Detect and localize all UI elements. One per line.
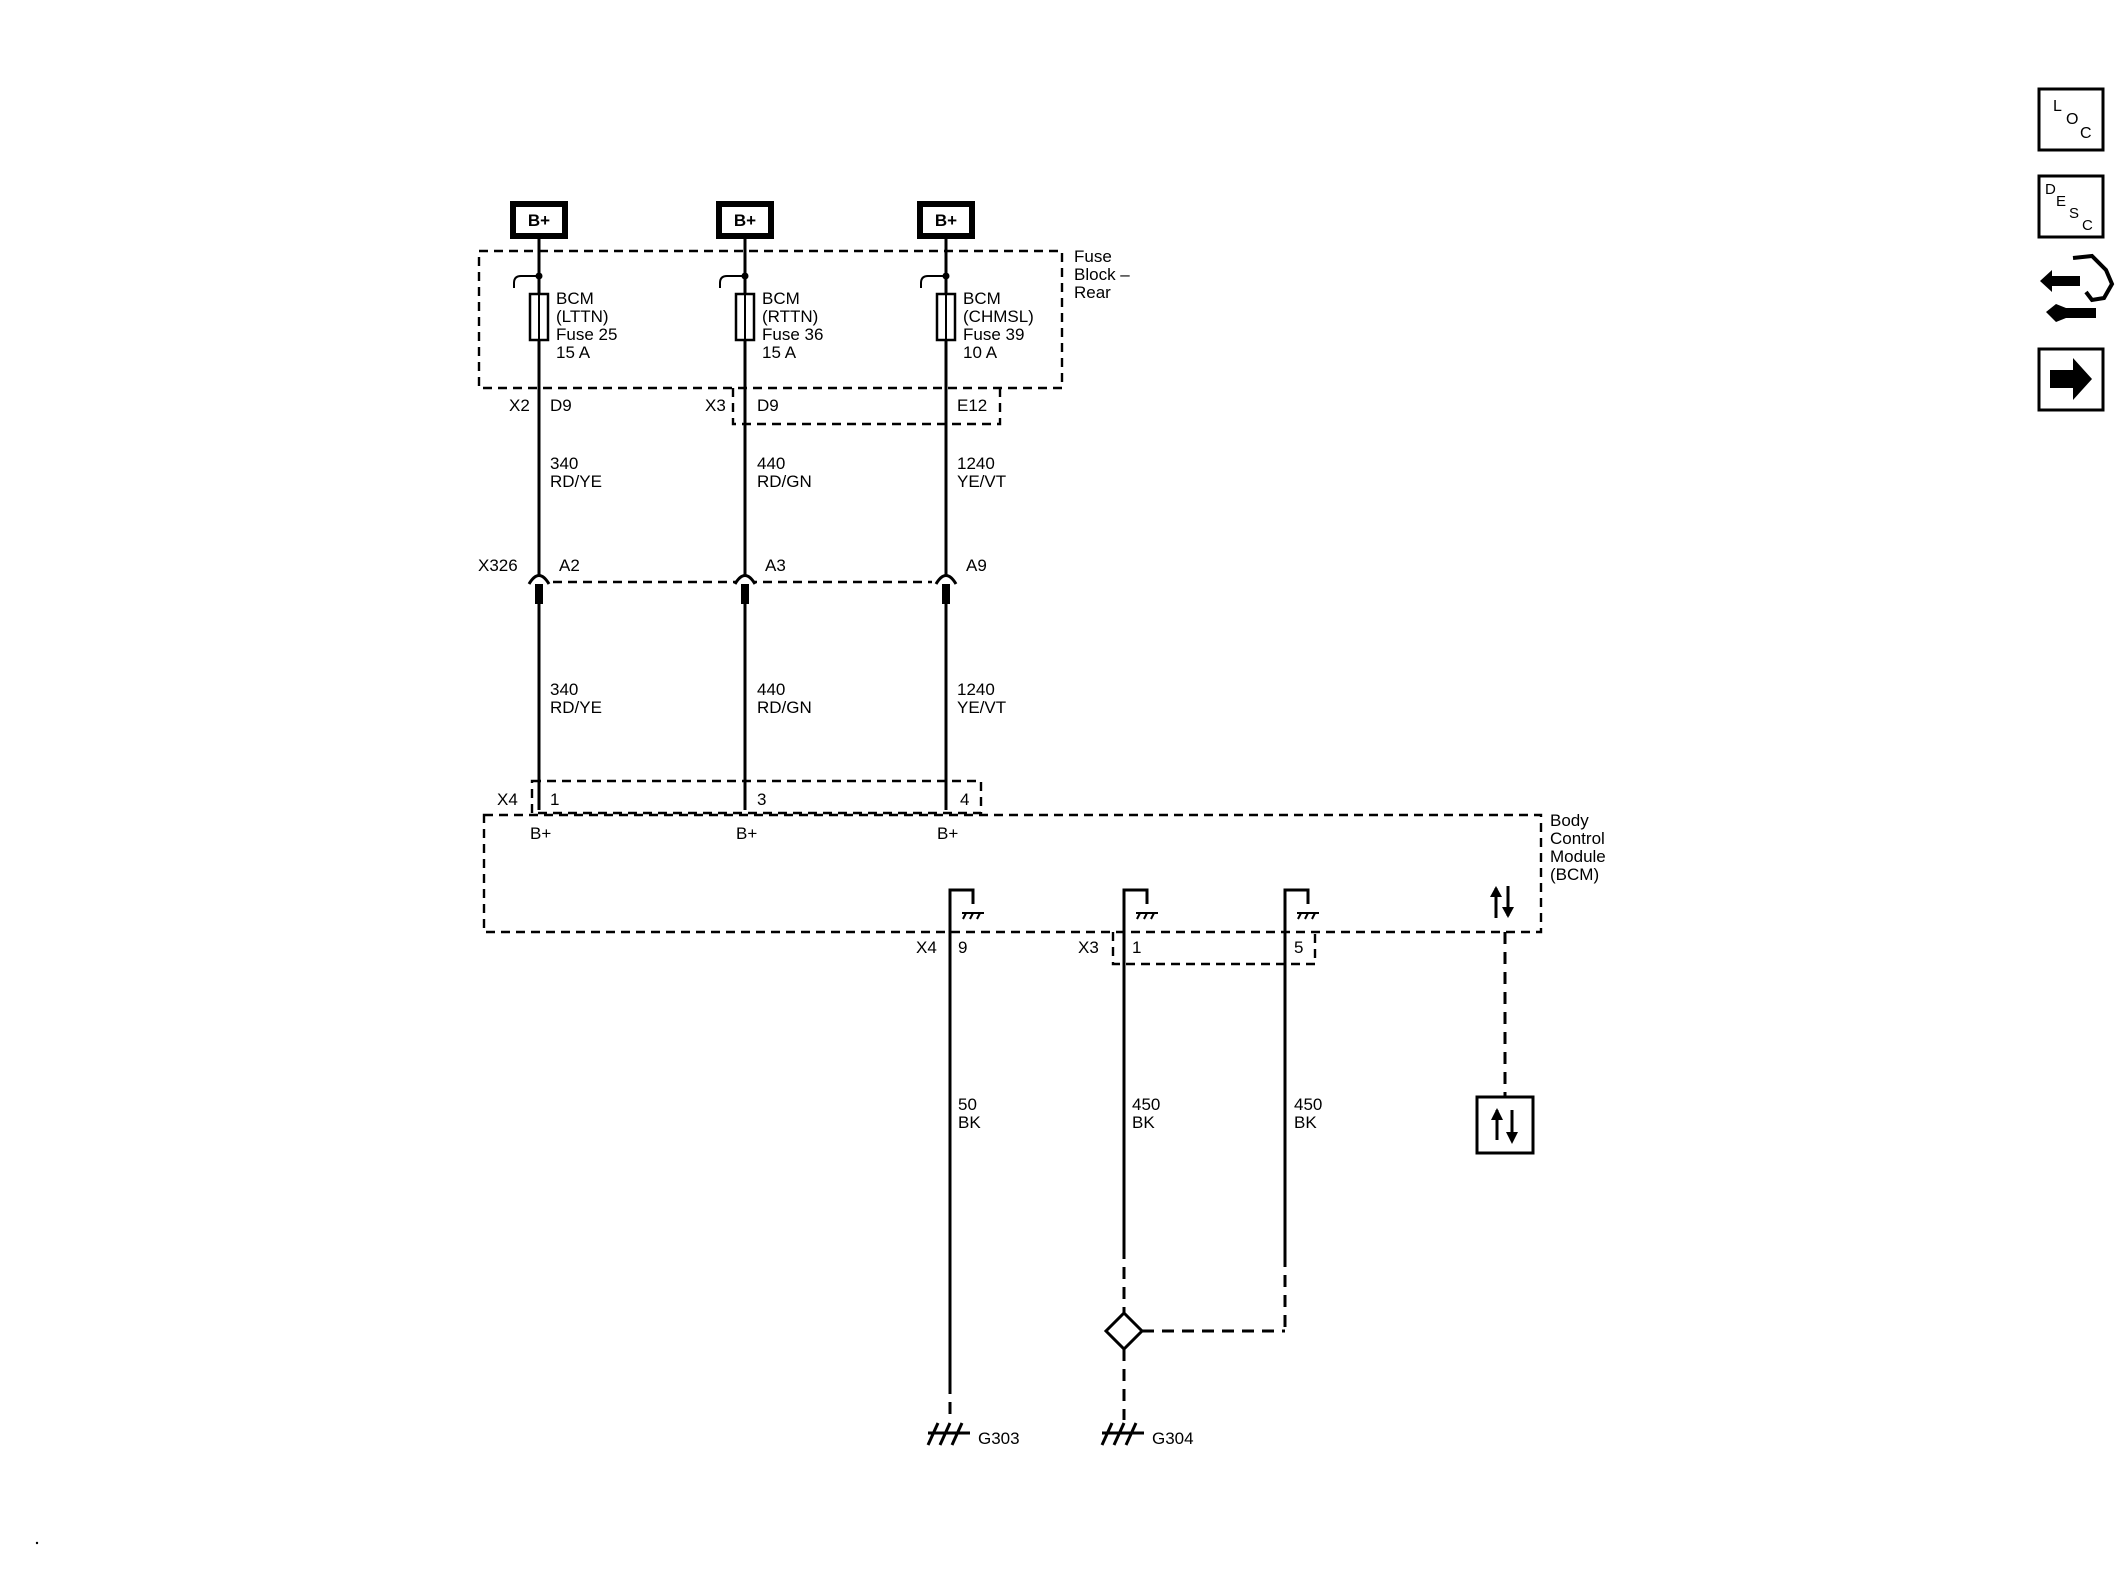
wire-lower-3-label: 1240 YE/VT (957, 680, 1006, 717)
next-arrow-button[interactable] (2037, 347, 2105, 412)
desc-button[interactable]: D E S C (2037, 174, 2105, 239)
ground-wire-3-label: 450 BK (1294, 1095, 1327, 1132)
x326-pin-a3: A3 (765, 556, 786, 575)
wire-lower-2-label: 440 RD/GN (757, 680, 812, 717)
wire-lower-1-label: 340 RD/YE (550, 680, 602, 717)
connector-end-view-icon[interactable] (2040, 253, 2115, 322)
ground-g304: G304 (1100, 1422, 1194, 1448)
page-dot (35, 1541, 39, 1545)
bcm-label: Body Control Module (BCM) (1550, 811, 1611, 884)
fuse-block-boundary (477, 249, 1064, 390)
fuse-chmsl: BCM (CHMSL) Fuse 39 10 A (920, 272, 1039, 362)
connector-x3: X3 (705, 396, 726, 415)
fuse-rttn-label: BCM (RTTN) Fuse 36 15 A (762, 289, 828, 362)
connector-x2: X2 (509, 396, 530, 415)
splice-diamond (1103, 1310, 1145, 1352)
power-source-3: B+ (917, 201, 975, 239)
ground-g303: G303 (926, 1422, 1020, 1448)
svg-text:E: E (2056, 193, 2066, 210)
bcm-boundary (482, 813, 1543, 934)
bcm-x4-pin-3: 3 (757, 790, 766, 809)
fuse-rttn: BCM (RTTN) Fuse 36 15 A (719, 272, 828, 362)
svg-text:C: C (2082, 217, 2093, 234)
bcm-bplus-2: B+ (736, 824, 757, 843)
internal-ground-2 (1122, 888, 1158, 1247)
wire-upper-3-label: 1240 YE/VT (957, 454, 1006, 491)
loc-button[interactable]: L O C (2037, 87, 2105, 152)
power-source-2: B+ (716, 201, 774, 239)
serial-data-box (1475, 1095, 1535, 1155)
wire-upper-1-label: 340 RD/YE (550, 454, 602, 491)
power-source-2-label: B+ (734, 211, 756, 230)
ground-conn-x4-pin: 9 (958, 938, 967, 957)
bcm-bplus-1: B+ (530, 824, 551, 843)
power-source-1: B+ (510, 201, 568, 239)
bcm-x4-input-label: X4 (497, 790, 518, 809)
fuse-chmsl-label: BCM (CHMSL) Fuse 39 10 A (963, 289, 1039, 362)
x326-pin-a9: A9 (966, 556, 987, 575)
connector-x2-pin: D9 (550, 396, 572, 415)
svg-text:L: L (2053, 98, 2062, 115)
internal-ground-1 (948, 888, 984, 1382)
ground-conn-x3-pin: 1 (1132, 938, 1141, 957)
power-source-3-label: B+ (935, 211, 957, 230)
bcm-bplus-3: B+ (937, 824, 958, 843)
inline-connector-x326: X326 A2 A3 A9 (478, 556, 987, 604)
svg-text:S: S (2069, 205, 2079, 222)
serial-data-icon (1490, 886, 1514, 918)
fuse-lttn: BCM (LTTN) Fuse 25 15 A (513, 272, 622, 362)
power-source-1-label: B+ (528, 211, 550, 230)
svg-text:D: D (2045, 181, 2056, 198)
ground-g303-label: G303 (978, 1429, 1020, 1448)
ground-conn-x4: X4 (916, 938, 937, 957)
connector-e12-pin: E12 (957, 396, 987, 415)
bcm-x4-pin-4: 4 (960, 790, 969, 809)
ground-wire-1-label: 50 BK (958, 1095, 982, 1132)
ground-g304-label: G304 (1152, 1429, 1194, 1448)
svg-text:C: C (2080, 125, 2092, 142)
fuse-lttn-label: BCM (LTTN) Fuse 25 15 A (556, 289, 622, 362)
wire-upper-2-label: 440 RD/GN (757, 454, 812, 491)
fuse-block-label: Fuse Block – Rear (1074, 247, 1134, 302)
x326-label: X326 (478, 556, 518, 575)
internal-ground-3 (1283, 888, 1319, 1255)
bcm-x4-pin-1: 1 (550, 790, 559, 809)
ground-conn-pin-5: 5 (1294, 938, 1303, 957)
svg-text:O: O (2066, 111, 2078, 128)
ground-conn-x3: X3 (1078, 938, 1099, 957)
connector-x3-pin: D9 (757, 396, 779, 415)
x326-pin-a2: A2 (559, 556, 580, 575)
ground-wire-2-label: 450 BK (1132, 1095, 1165, 1132)
